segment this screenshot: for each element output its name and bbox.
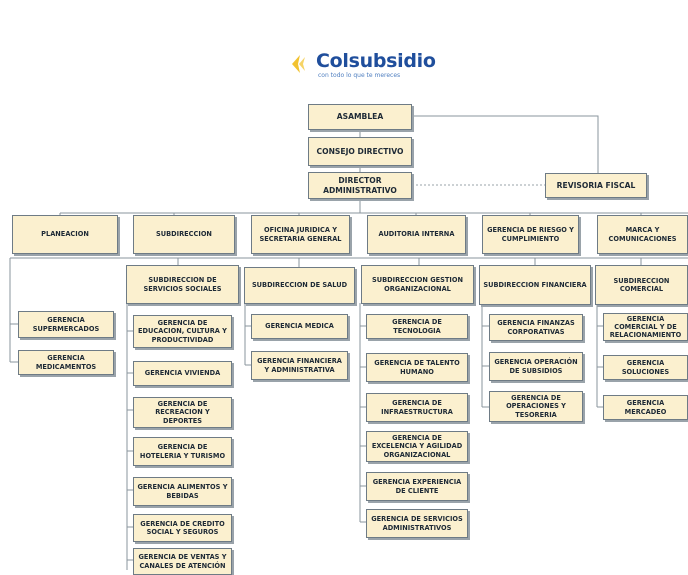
node-gerencia-soluciones: GERENCIA SOLUCIONES <box>603 355 688 380</box>
node-gerencia-comercial-relacionamiento: GERENCIA COMERCIAL Y DE RELACIONAMIENTO <box>603 313 688 341</box>
node-gerencia-tecnologia: GERENCIA DE TECNOLOGIA <box>366 314 468 339</box>
node-gerencia-credito: GERENCIA DE CREDITO SOCIAL Y SEGUROS <box>133 514 232 542</box>
colsubsidio-star-logo-icon <box>292 55 305 73</box>
node-gerencia-operacion-subsidios: GERENCIA OPERACIÓN DE SUBSIDIOS <box>489 352 583 381</box>
node-subdireccion-financiera: SUBDIRECCION FINANCIERA <box>479 265 591 305</box>
node-gerencia-alimentos: GERENCIA ALIMENTOS Y BEBIDAS <box>133 477 232 506</box>
node-gerencia-financiera-administrativa: GERENCIA FINANCIERA Y ADMINISTRATIVA <box>251 351 348 380</box>
node-gerencia-educacion: GERENCIA DE EDUCACION, CULTURA Y PRODUCT… <box>133 315 232 348</box>
node-gerencia-hoteleria: GERENCIA DE HOTELERIA Y TURISMO <box>133 437 232 466</box>
node-subdireccion-gestion-organizacional: SUBDIRECCION GESTION ORGANIZACIONAL <box>361 265 474 304</box>
node-subdireccion: SUBDIRECCION <box>133 215 235 254</box>
node-oficina-juridica: OFICINA JURIDICA Y SECRETARIA GENERAL <box>251 215 350 254</box>
node-asamblea: ASAMBLEA <box>308 104 412 130</box>
node-subdireccion-comercial: SUBDIRECCION COMERCIAL <box>595 265 688 305</box>
node-gerencia-talento-humano: GERENCIA DE TALENTO HUMANO <box>366 353 468 382</box>
node-gerencia-servicios-administrativos: GERENCIA DE SERVICIOS ADMINISTRATIVOS <box>366 509 468 538</box>
node-auditoria-interna: AUDITORIA INTERNA <box>367 215 466 254</box>
node-gerencia-medicamentos: GERENCIA MEDICAMENTOS <box>18 350 114 375</box>
node-gerencia-excelencia: GERENCIA DE EXCELENCIA Y AGILIDAD ORGANI… <box>366 431 468 462</box>
node-gerencia-supermercados: GERENCIA SUPERMERCADOS <box>18 311 114 338</box>
node-subdireccion-salud: SUBDIRECCION DE SALUD <box>244 267 355 304</box>
node-subdireccion-servicios-sociales: SUBDIRECCION DE SERVICIOS SOCIALES <box>126 265 239 304</box>
node-planeacion: PLANEACION <box>12 215 118 254</box>
node-gerencia-operaciones-tesoreria: GERENCIA DE OPERACIONES Y TESORERIA <box>489 391 583 422</box>
colsubsidio-logo: Colsubsidio con todo lo que te mereces <box>290 50 440 84</box>
node-gerencia-ventas: GERENCIA DE VENTAS Y CANALES DE ATENCIÓN <box>133 548 232 575</box>
node-director-administrativo: DIRECTOR ADMINISTRATIVO <box>308 172 412 199</box>
node-gerencia-finanzas-corporativas: GERENCIA FINANZAS CORPORATIVAS <box>489 314 583 341</box>
node-marca-comunicaciones: MARCA Y COMUNICACIONES <box>597 215 688 254</box>
node-gerencia-infraestructura: GERENCIA DE INFRAESTRUCTURA <box>366 393 468 422</box>
node-consejo-directivo: CONSEJO DIRECTIVO <box>308 137 412 166</box>
logo-name: Colsubsidio <box>316 50 436 72</box>
node-gerencia-mercadeo: GERENCIA MERCADEO <box>603 395 688 420</box>
node-gerencia-vivienda: GERENCIA VIVIENDA <box>133 361 232 386</box>
node-gerencia-medica: GERENCIA MEDICA <box>251 314 348 339</box>
logo-tagline: con todo lo que te mereces <box>318 72 401 79</box>
node-gerencia-riesgo: GERENCIA DE RIESGO Y CUMPLIMIENTO <box>482 215 579 254</box>
node-revisoria-fiscal: REVISORIA FISCAL <box>545 173 647 198</box>
node-gerencia-experiencia-cliente: GERENCIA EXPERIENCIA DE CLIENTE <box>366 472 468 501</box>
node-gerencia-recreacion: GERENCIA DE RECREACION Y DEPORTES <box>133 397 232 428</box>
